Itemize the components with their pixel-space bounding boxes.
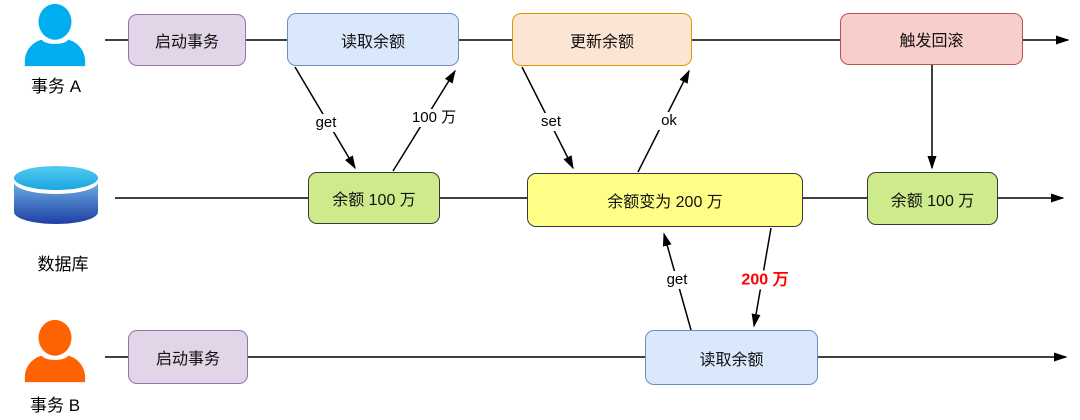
database-icon <box>8 164 104 228</box>
node-read-balance-a[interactable]: 读取余额 <box>287 13 459 66</box>
edge-label-result-100: 100 万 <box>408 109 460 127</box>
node-db-balance-100-second[interactable]: 余额 100 万 <box>867 172 998 225</box>
person-icon <box>22 2 88 68</box>
edge-label-ok-a: ok <box>658 112 680 130</box>
node-trigger-rollback-a[interactable]: 触发回滚 <box>840 13 1023 65</box>
node-start-transaction-a[interactable]: 启动事务 <box>128 14 246 66</box>
node-db-balance-200[interactable]: 余额变为 200 万 <box>527 173 803 227</box>
person-icon <box>22 316 88 386</box>
node-db-balance-100-first[interactable]: 余额 100 万 <box>308 172 440 224</box>
actor-a-label: 事务 A <box>30 77 82 96</box>
edge-label-result-200: 200 万 <box>738 270 792 290</box>
node-read-balance-b[interactable]: 读取余额 <box>645 330 818 385</box>
actor-db-label: 数据库 <box>37 255 89 274</box>
edge-label-get-b: get <box>663 271 691 289</box>
node-start-transaction-b[interactable]: 启动事务 <box>128 330 248 384</box>
edge-label-get-a: get <box>312 114 340 132</box>
edge-label-set-a: set <box>537 113 565 131</box>
actor-b-label: 事务 B <box>29 396 81 415</box>
node-update-balance-a[interactable]: 更新余额 <box>512 13 692 66</box>
